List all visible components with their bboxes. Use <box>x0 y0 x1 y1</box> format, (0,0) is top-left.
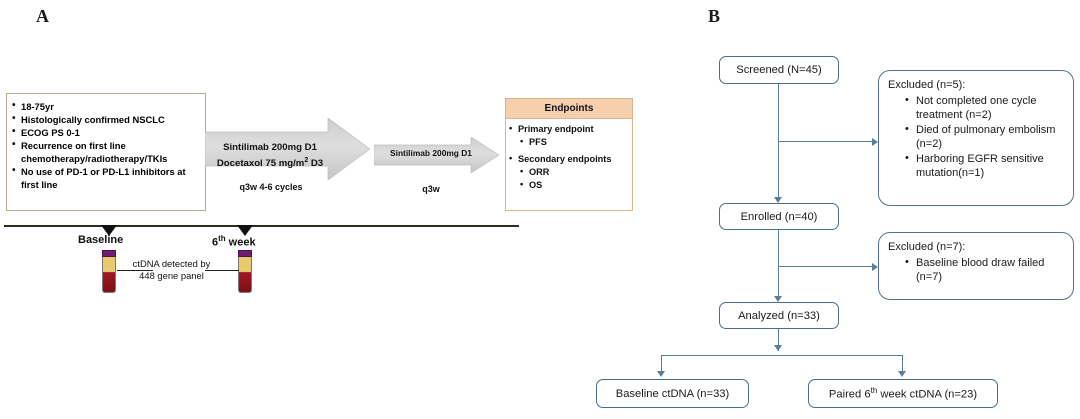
connector-split-horizontal <box>661 355 903 357</box>
connector-enrolled-excluded <box>778 266 872 268</box>
eligibility-item: No use of PD-1 or PD-L1 inhibitors at fi… <box>11 165 201 191</box>
tube-body <box>102 257 116 293</box>
tube-cap <box>238 250 252 257</box>
blood-tube-week6-icon <box>238 250 252 293</box>
excluded-enrolled-list: Baseline blood draw failed (n=7) <box>888 255 1065 285</box>
eligibility-item: Recurrence on first line chemotherapy/ra… <box>11 139 201 165</box>
endpoints-header: Endpoints <box>506 99 632 119</box>
excluded-item: Not completed one cycle treatment (n=2) <box>905 93 1065 123</box>
treatment-arrow-1-text: Sintilimab 200mg D1 Docetaxol 75 mg/m2 D… <box>205 142 335 170</box>
primary-endpoint-label: Primary endpoint <box>509 122 629 136</box>
connector-screened-enrolled <box>778 84 780 197</box>
connector-screened-excluded <box>778 141 872 143</box>
flow-box-screened-label: Screened (N=45) <box>736 64 822 76</box>
ctdna-connector-left <box>117 270 153 271</box>
treatment-arrow-1-icon <box>205 118 370 180</box>
connector-split-right-arrow-icon <box>898 371 906 377</box>
tube-cap <box>102 250 116 257</box>
treatment-arrow-2-schedule: q3w <box>422 184 440 194</box>
excluded-item: Harboring EGFR sensitive mutation(n=1) <box>905 151 1065 181</box>
excluded-item: Baseline blood draw failed (n=7) <box>905 255 1065 285</box>
panel-label-b: B <box>708 6 721 26</box>
connector-screened-excluded-arrow-icon <box>872 138 878 146</box>
treatment-arrow-2-icon <box>374 137 499 173</box>
blood-tube-baseline-icon <box>102 250 116 293</box>
flow-box-enrolled-label: Enrolled (n=40) <box>740 210 818 223</box>
endpoints-list: Primary endpoint <box>506 119 632 136</box>
excluded-screened-content: Excluded (n=5): Not completed one cycle … <box>879 71 1073 187</box>
timeline-label-week6: 6th week <box>212 234 256 249</box>
eligibility-criteria-list: 18-75yr Histologically confirmed NSCLC E… <box>7 94 205 191</box>
secondary-endpoint-item: ORR <box>520 165 632 179</box>
week6-sup: th <box>218 234 226 243</box>
flow-box-analyzed-label: Analyzed (n=33) <box>738 309 820 322</box>
secondary-endpoints-list: Secondary endpoints <box>506 149 632 166</box>
connector-enrolled-analyzed <box>778 230 780 296</box>
timeline-axis <box>4 225 519 227</box>
flow-box-excluded-screened[interactable]: Excluded (n=5): Not completed one cycle … <box>878 70 1074 206</box>
ctdna-assay-text: ctDNA detected by 448 gene panel <box>124 258 219 282</box>
connector-enrolled-analyzed-arrow-icon <box>774 296 782 302</box>
flow-box-enrolled[interactable]: Enrolled (n=40) <box>719 203 839 230</box>
connector-split-right <box>902 355 904 373</box>
arrow1-line2-post: D3 <box>308 157 324 169</box>
endpoints-box: Endpoints Primary endpoint PFS Secondary… <box>505 98 633 211</box>
timeline-marker-week6-icon <box>237 225 253 236</box>
primary-endpoint-item: PFS <box>520 135 632 149</box>
flow-box-analyzed[interactable]: Analyzed (n=33) <box>719 302 839 329</box>
connector-split-left <box>661 355 663 373</box>
paired-post: week ctDNA (n=23) <box>877 388 978 401</box>
treatment-arrow-2-text: Sintilimab 200mg D1 <box>390 148 472 158</box>
panel-label-a: A <box>36 6 49 26</box>
flow-box-baseline-ctdna-label: Baseline ctDNA (n=33) <box>615 387 730 400</box>
arrow1-line2-pre: Docetaxol 75 mg/m <box>216 157 305 169</box>
tube-body <box>238 257 252 293</box>
flow-box-paired-ctdna-label: Paired 6th week ctDNA (n=23) <box>829 386 977 401</box>
excluded-enrolled-content: Excluded (n=7): Baseline blood draw fail… <box>879 233 1073 291</box>
week6-pre: 6 <box>212 236 219 249</box>
connector-analyzed-down <box>778 329 780 351</box>
ctdna-assay-line1: ctDNA detected by <box>132 258 211 269</box>
secondary-endpoint-label: Secondary endpoints <box>509 152 629 166</box>
excluded-enrolled-title: Excluded (n=7): <box>888 241 966 253</box>
treatment-arrow-1-schedule: q3w 4-6 cycles <box>239 182 303 192</box>
week6-post: week <box>225 236 256 249</box>
flow-box-screened[interactable]: Screened (N=45) <box>719 56 839 84</box>
timeline-marker-baseline-icon <box>101 225 117 236</box>
arrow1-line1: Sintilimab 200mg D1 <box>223 142 317 153</box>
eligibility-item: ECOG PS 0-1 <box>11 126 201 140</box>
excluded-screened-list: Not completed one cycle treatment (n=2) … <box>888 93 1065 181</box>
excluded-screened-title: Excluded (n=5): <box>888 79 966 91</box>
timeline-label-baseline: Baseline <box>78 234 124 246</box>
connector-split-left-arrow-icon <box>657 371 665 377</box>
primary-endpoint-items: PFS <box>506 135 632 149</box>
flow-box-baseline-ctdna[interactable]: Baseline ctDNA (n=33) <box>596 379 749 408</box>
paired-sup: th <box>870 386 878 396</box>
flow-box-excluded-enrolled[interactable]: Excluded (n=7): Baseline blood draw fail… <box>878 232 1074 300</box>
connector-analyzed-down-arrow-icon <box>774 345 782 351</box>
eligibility-item: Histologically confirmed NSCLC <box>11 113 201 127</box>
ctdna-connector-right <box>205 270 239 271</box>
arrow1-line2-sup: 2 <box>304 156 309 164</box>
connector-screened-enrolled-arrow-icon <box>774 197 782 203</box>
secondary-endpoint-items: ORR OS <box>506 165 632 192</box>
secondary-endpoint-item: OS <box>520 178 632 192</box>
connector-enrolled-excluded-arrow-icon <box>872 263 878 271</box>
eligibility-criteria-box: 18-75yr Histologically confirmed NSCLC E… <box>6 93 206 211</box>
paired-pre: Paired 6 <box>828 388 871 401</box>
ctdna-assay-line2: 448 gene panel <box>139 270 204 281</box>
excluded-item: Died of pulmonary embolism (n=2) <box>905 122 1065 152</box>
flow-box-paired-ctdna[interactable]: Paired 6th week ctDNA (n=23) <box>808 379 998 408</box>
eligibility-item: 18-75yr <box>11 100 201 114</box>
